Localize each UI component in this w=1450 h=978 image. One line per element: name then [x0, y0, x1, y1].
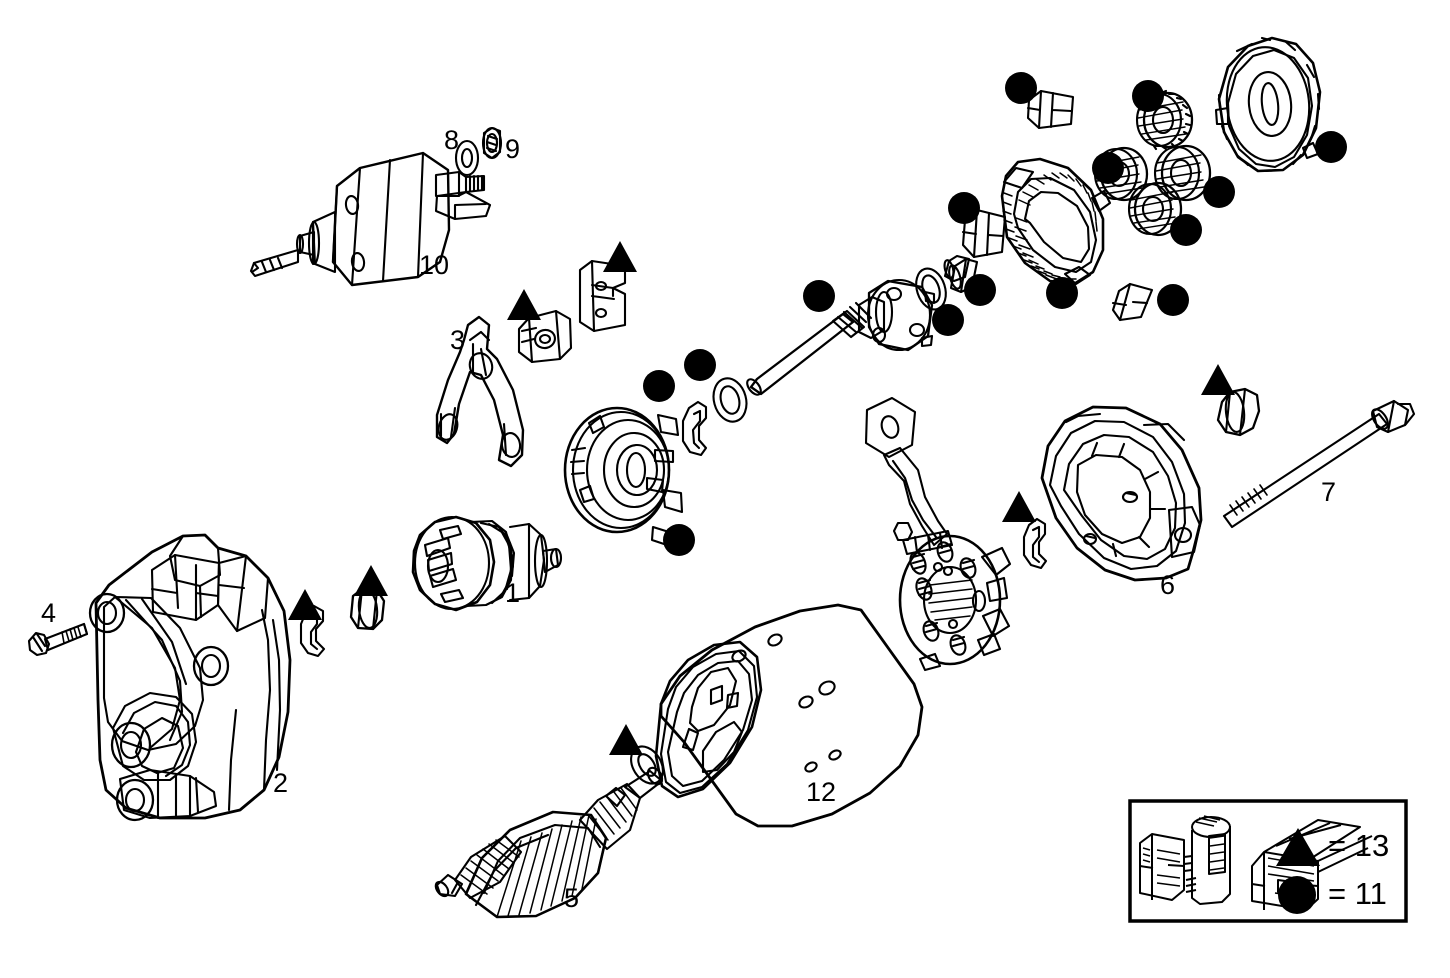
shift-fork-lever [435, 315, 525, 468]
circle-marker [1203, 176, 1235, 208]
circle-marker [1092, 152, 1124, 184]
commutator-end-cap [1040, 405, 1203, 582]
circle-marker [1157, 284, 1189, 316]
circle-marker [803, 280, 835, 312]
triangle-markers-group [288, 241, 1235, 755]
planet-gear-2 [1153, 144, 1212, 202]
brush-block-1 [1026, 89, 1075, 130]
snap-ring-bearing [681, 400, 708, 457]
planetary-ring-gear [1000, 157, 1112, 286]
brush-block-3 [1111, 282, 1154, 322]
circle-marker [964, 274, 996, 306]
legend-label-13: = 13 [1328, 828, 1390, 863]
legend-label-11: = 11 [1328, 876, 1387, 911]
circle-marker [932, 304, 964, 336]
callout-label-5: 5 [564, 883, 580, 913]
mounting-bolt [27, 622, 89, 657]
callout-label-4: 4 [41, 598, 57, 628]
circle-marker [684, 349, 716, 381]
circle-marker [663, 524, 695, 556]
snap-ring-endcap [1022, 517, 1048, 570]
legend-circle-icon [1278, 876, 1316, 914]
brush-holder-plate [864, 396, 1012, 672]
drive-pinion-gear [411, 515, 563, 612]
callout-label-7: 7 [1321, 477, 1337, 507]
triangle-marker [507, 289, 541, 320]
output-shaft-planet-carrier [746, 278, 936, 396]
triangle-marker [354, 565, 388, 596]
triangle-marker [288, 589, 322, 620]
circle-marker [643, 370, 675, 402]
circle-marker [1005, 72, 1037, 104]
callout-label-3: 3 [450, 325, 466, 355]
circle-marker [1046, 277, 1078, 309]
circle-markers-group [643, 72, 1347, 556]
callout-label-10: 10 [419, 250, 450, 280]
thrust-washer-1 [712, 377, 748, 423]
triangle-marker [609, 724, 643, 755]
gear-housing-cover [1214, 36, 1322, 173]
callout-label-1: 1 [505, 578, 521, 608]
armature [434, 766, 664, 919]
callout-label-9: 9 [505, 134, 521, 164]
callout-label-12: 12 [806, 777, 837, 807]
callout-label-8: 8 [444, 125, 460, 155]
callout-label-2: 2 [273, 768, 289, 798]
circle-marker [1170, 214, 1202, 246]
triangle-marker [1002, 491, 1036, 522]
through-bolt [1222, 399, 1416, 529]
legend-triangle-icon [1276, 828, 1320, 866]
circle-marker [948, 192, 980, 224]
callout-label-6: 6 [1160, 570, 1176, 600]
intermediate-bearing-plate [563, 406, 684, 547]
triangle-marker [603, 241, 637, 272]
drive-end-housing [88, 533, 292, 822]
planet-gear-4 [1127, 181, 1183, 237]
circle-marker [1315, 131, 1347, 163]
circle-marker [1132, 80, 1164, 112]
solenoid-assembly [249, 126, 503, 287]
legend-border [1128, 799, 1408, 923]
triangle-marker [1201, 364, 1235, 395]
brush-spacer-small [943, 254, 971, 283]
field-coil-yoke-housing [654, 603, 924, 828]
